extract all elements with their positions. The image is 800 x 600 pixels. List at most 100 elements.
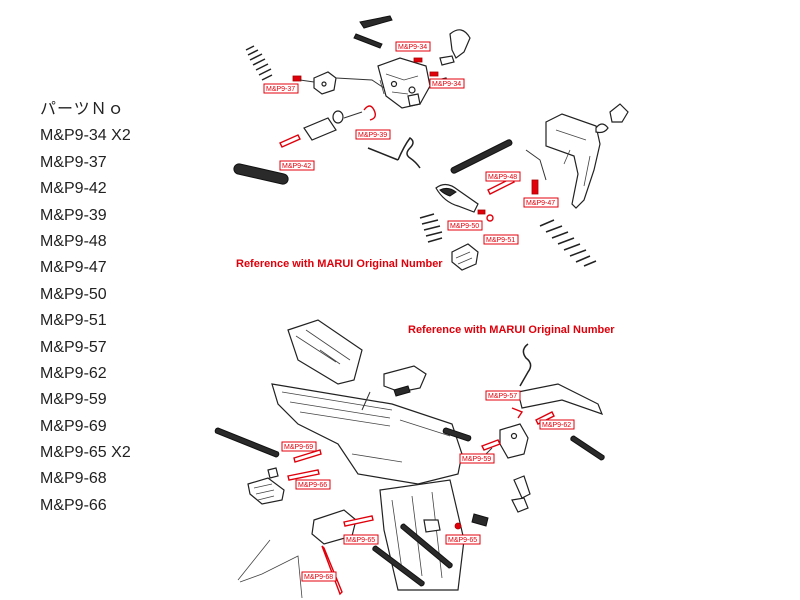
red-spring-part (292, 75, 302, 82)
callout-label: M&P9-65 (448, 537, 477, 544)
parts-list-heading: パーツＮｏ (40, 101, 125, 118)
callout-label: M&P9-50 (450, 223, 479, 230)
callout-tag-m-p9-39: M&P9-39 (355, 129, 391, 140)
bottom-exploded-view (214, 319, 605, 599)
callout-tag-m-p9-57: M&P9-57 (485, 390, 521, 401)
red-pin-part (429, 71, 439, 77)
part-number-item: M&P9-62 (40, 364, 107, 382)
housing-detail (379, 73, 419, 95)
callout-label: M&P9-68 (304, 574, 333, 581)
callout-label: M&P9-51 (486, 237, 515, 244)
callout-tag-m-p9-50: M&P9-50 (447, 220, 483, 231)
part-number-item: M&P9-51 (40, 312, 107, 330)
red-spring-part (511, 407, 524, 419)
leader-line (361, 391, 371, 411)
callout-tag-m-p9-65-b: M&P9-65 (445, 534, 481, 545)
small-part (267, 467, 279, 479)
hammer-part (449, 29, 471, 59)
red-rod-part (321, 545, 343, 596)
mag-release-detail (253, 483, 275, 501)
red-pin-part (279, 134, 301, 148)
part-number-item: M&P9-48 (40, 232, 107, 250)
rod-part (372, 545, 425, 587)
lever-part (511, 497, 529, 513)
leader-line (525, 149, 547, 181)
small-lever-part (609, 103, 629, 123)
pin-hole (408, 86, 416, 94)
valve-part (451, 243, 479, 271)
rod-part (450, 139, 513, 174)
reference-note-top: Reference with MARUI Original Number (236, 258, 443, 270)
callout-label: M&P9-34 (398, 44, 427, 51)
part-number-item: M&P9-50 (40, 285, 107, 303)
part-number-item: M&P9-68 (40, 470, 107, 488)
red-pin-part (477, 209, 486, 215)
callout-tag-m-p9-62: M&P9-62 (539, 419, 575, 430)
callout-tag-m-p9-66: M&P9-66 (295, 479, 331, 490)
leader-line (299, 79, 315, 83)
red-pin-part (343, 515, 374, 527)
part-number-item: M&P9-65 X2 (40, 444, 131, 462)
callout-tag-m-p9-42: M&P9-42 (279, 160, 315, 171)
callout-label: M&P9-47 (526, 200, 555, 207)
small-part (423, 519, 441, 533)
callout-label: M&P9-59 (462, 456, 491, 463)
callout-label: M&P9-62 (542, 422, 571, 429)
slide-stop-detail (393, 385, 411, 397)
slide-rail (287, 319, 363, 385)
part-number-item: M&P9-69 (40, 417, 107, 435)
callout-label: M&P9-69 (284, 444, 313, 451)
rod-part (570, 435, 605, 461)
trigger-face (439, 187, 457, 197)
coil-spring (419, 213, 443, 243)
part-number-item: M&P9-39 (40, 206, 107, 224)
guide-rod-part (233, 163, 289, 185)
mag-release-part (247, 477, 285, 505)
reference-note-bottom: Reference with MARUI Original Number (408, 324, 615, 336)
part-number-item: M&P9-47 (40, 259, 107, 277)
callout-tag-m-p9-69: M&P9-69 (281, 441, 317, 452)
trigger-bar (517, 383, 604, 416)
top-exploded-view (233, 15, 471, 185)
part-number-item: M&P9-57 (40, 338, 107, 356)
leader-line (343, 111, 363, 119)
frame-detail (281, 391, 451, 463)
lever-part (513, 475, 531, 499)
screw-part (353, 33, 383, 49)
callout-label: M&P9-48 (488, 174, 517, 181)
slide-stop-part (383, 365, 427, 393)
part-number-item: M&P9-59 (40, 391, 107, 409)
callout-tag-m-p9-34-b: M&P9-34 (429, 78, 465, 89)
callout-tag-m-p9-59: M&P9-59 (459, 453, 495, 464)
pin-hole (390, 80, 398, 88)
callout-tag-m-p9-47: M&P9-47 (523, 197, 559, 208)
red-pin-part (487, 177, 515, 195)
callout-tag-m-p9-34-a: M&P9-34 (395, 41, 431, 52)
parts-list: パーツＮｏ M&P9-34 X2 M&P9-37 M&P9-42 M&P9-39… (40, 97, 131, 519)
part-number-item: M&P9-66 (40, 496, 107, 514)
callout-tag-m-p9-37: M&P9-37 (263, 83, 299, 94)
callout-label: M&P9-42 (282, 163, 311, 170)
part-number-item: M&P9-34 X2 (40, 127, 131, 145)
torsion-spring (367, 136, 421, 169)
red-pin-part (481, 439, 501, 451)
callout-label: M&P9-57 (488, 393, 517, 400)
cap-part (332, 110, 344, 124)
guide-rod-part (214, 427, 280, 458)
small-lever-part (595, 123, 609, 134)
screw-part (359, 15, 393, 29)
red-screw-part (454, 522, 462, 530)
pin-hole (321, 81, 327, 87)
callout-tag-m-p9-68: M&P9-68 (301, 571, 337, 582)
pin-hole (510, 432, 518, 440)
trigger-bar (545, 113, 601, 209)
red-pin-part (531, 179, 539, 195)
valve-detail (455, 251, 473, 265)
callout-label: M&P9-66 (298, 482, 327, 489)
trigger-bar-detail (555, 129, 591, 187)
rod-part (442, 427, 472, 442)
callout-tag-m-p9-65-a: M&P9-65 (343, 534, 379, 545)
red-spring-part (363, 105, 377, 121)
callout-label: M&P9-65 (346, 537, 375, 544)
